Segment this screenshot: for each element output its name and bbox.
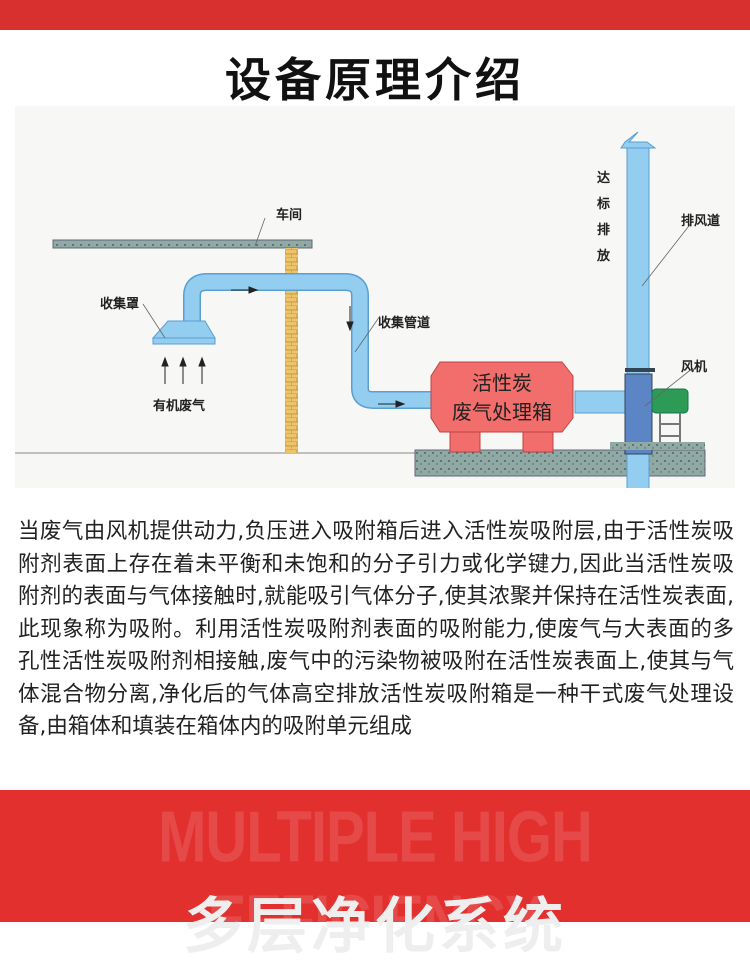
brick-column [285, 248, 298, 453]
workshop-label: 车间 [276, 208, 303, 223]
equipment-principle-diagram: 车间 收集罩 有机废气 收集管道 活性炭 废气处理箱 达标排放 排风道 风机 [15, 106, 735, 488]
motor [651, 388, 689, 414]
base-slab [414, 449, 706, 477]
top-red-bar [0, 0, 750, 30]
box-label-line1: 活性炭 [472, 371, 532, 395]
hood-label: 收集罩 [100, 297, 140, 312]
discharge-label: 达标排放 [597, 171, 611, 264]
duct-label: 收集管道 [378, 316, 431, 331]
stack-cap [620, 131, 657, 149]
ceiling-slab [52, 239, 313, 249]
exhaust-duct-label: 排风道 [681, 214, 721, 229]
fan-housing [624, 373, 653, 455]
gas-up-arrows [161, 356, 206, 384]
fan-label: 风机 [681, 360, 708, 375]
collection-hood [151, 320, 216, 339]
page-title: 设备原理介绍 [225, 53, 525, 107]
bottom-banner: MULTIPLE HIGH EFFICIENCY 多层净化系统 [0, 790, 750, 962]
activated-carbon-box [430, 361, 574, 433]
collection-duct [183, 273, 435, 409]
principle-description: 当废气由风机提供动力,负压进入吸附箱后进入活性炭吸附层,由于活性炭吸附剂表面上存… [18, 519, 734, 739]
organic-gas-label: 有机废气 [153, 399, 206, 414]
box-label-line2: 废气处理箱 [452, 400, 552, 424]
